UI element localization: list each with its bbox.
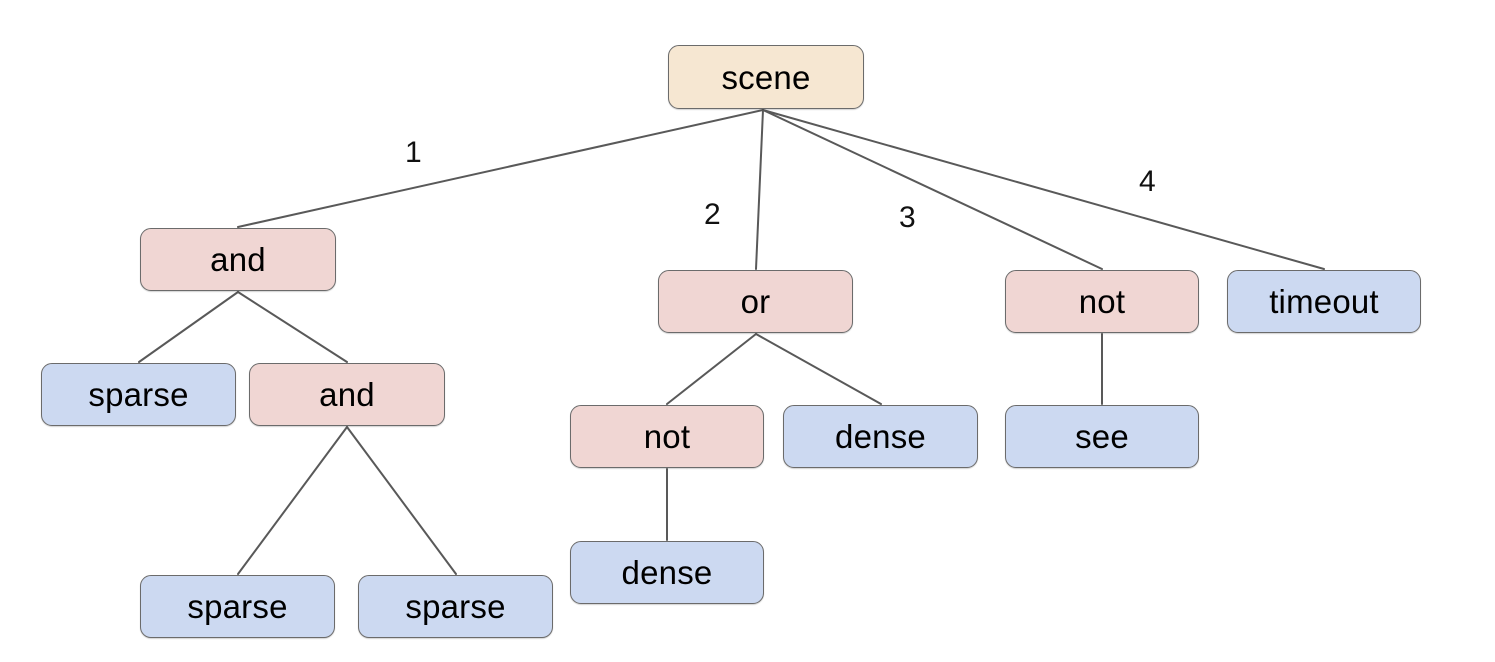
tree-node-label: dense [621,554,713,591]
tree-edge [762,109,1103,270]
tree-node-dense2[interactable]: dense [570,541,764,604]
tree-node-timeout[interactable]: timeout [1227,270,1421,333]
tree-edge [237,291,348,363]
tree-node-label: not [1078,283,1126,320]
tree-edge [762,109,1325,270]
tree-edge [237,109,764,228]
tree-node-or1[interactable]: or [658,270,853,333]
edge-label-4: 4 [1139,165,1156,198]
tree-node-sparse1[interactable]: sparse [41,363,236,426]
tree-edge [755,109,764,270]
tree-node-sparse2[interactable]: sparse [140,575,335,638]
tree-node-label: sparse [88,376,189,413]
tree-node-label: see [1075,418,1129,455]
tree-node-label: dense [835,418,926,455]
tree-node-sparse3[interactable]: sparse [358,575,553,638]
edge-label-1: 1 [405,136,422,169]
tree-node-see1[interactable]: see [1005,405,1199,468]
tree-edge [666,333,757,405]
tree-node-label: scene [721,58,811,96]
tree-edge [755,333,882,405]
tree-edge [346,426,457,575]
tree-node-dense1[interactable]: dense [783,405,978,468]
tree-node-label: or [740,283,771,320]
tree-node-label: and [319,376,375,413]
tree-node-label: sparse [405,588,506,625]
edge-label-2: 2 [704,198,721,231]
edge-label-3: 3 [899,201,916,234]
tree-node-not2[interactable]: not [1005,270,1199,333]
tree-node-and2[interactable]: and [249,363,445,426]
tree-node-label: not [643,418,691,455]
tree-edge [138,291,239,363]
tree-node-label: timeout [1269,283,1379,320]
tree-node-label: sparse [187,588,288,625]
tree-node-and1[interactable]: and [140,228,336,291]
tree-node-scene[interactable]: scene [668,45,864,109]
tree-edge [237,426,348,575]
tree-node-not1[interactable]: not [570,405,764,468]
tree-node-label: and [210,241,266,278]
